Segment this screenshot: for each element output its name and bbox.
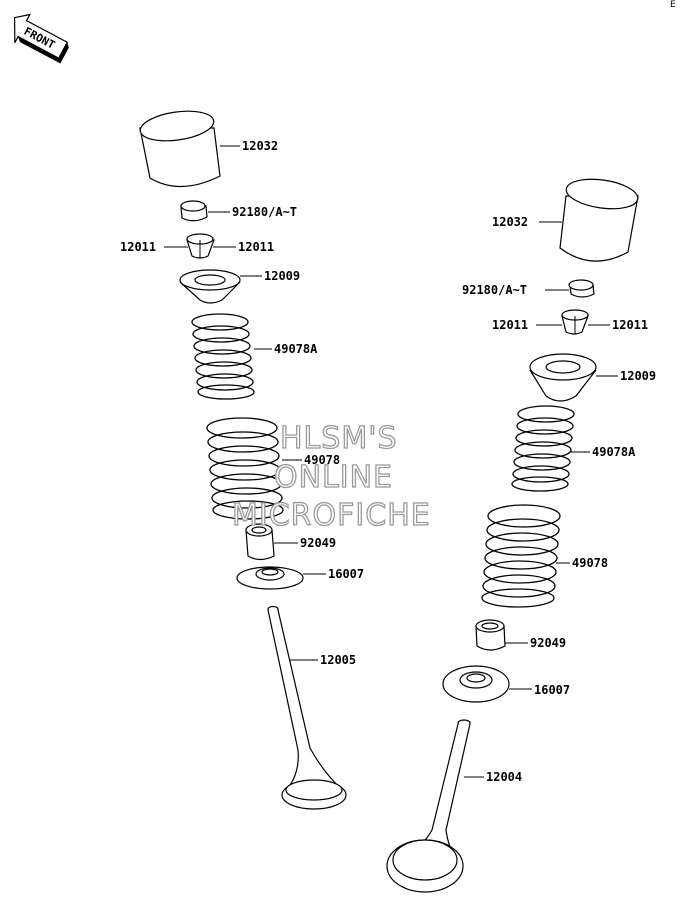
- label-right-tappet: 12032: [492, 215, 528, 229]
- label-left-inner-spring: 49078A: [274, 342, 318, 356]
- label-right-valve: 12004: [486, 770, 522, 784]
- label-left-retainer: 12009: [264, 269, 300, 283]
- left-cotter: [186, 233, 215, 259]
- watermark-line2: ONLINE: [274, 460, 393, 495]
- label-right-cotter-2: 12011: [612, 318, 648, 332]
- label-left-cotter-2: 12011: [238, 240, 274, 254]
- label-left-cotter-1: 12011: [120, 240, 156, 254]
- left-seat: [236, 566, 304, 590]
- left-seal: [245, 523, 275, 561]
- label-left-valve: 12005: [320, 653, 356, 667]
- corner-mark: E: [670, 0, 676, 10]
- left-valve: [267, 605, 347, 810]
- watermark: HLSM'S ONLINE MICROFICHE: [231, 420, 431, 533]
- label-right-seat: 16007: [534, 683, 570, 697]
- label-left-seat: 16007: [328, 567, 364, 581]
- front-arrow-icon: FRONT: [13, 13, 69, 64]
- label-right-outer-spring: 49078: [572, 556, 608, 570]
- watermark-line3: MICROFICHE: [232, 498, 431, 533]
- label-left-seal: 92049: [300, 536, 336, 550]
- label-right-retainer: 12009: [620, 369, 656, 383]
- right-seat: [442, 665, 510, 703]
- label-left-shim: 92180/A~T: [232, 205, 297, 219]
- left-outer-spring: [206, 417, 284, 520]
- label-left-tappet: 12032: [242, 139, 278, 153]
- left-inner-spring: [191, 313, 255, 400]
- right-shim: [568, 279, 595, 298]
- label-right-cotter-1: 12011: [492, 318, 528, 332]
- right-valve: [386, 719, 471, 893]
- right-seal: [475, 619, 506, 651]
- right-cotter: [561, 309, 589, 335]
- left-shim: [180, 200, 208, 222]
- left-retainer: [179, 269, 241, 304]
- label-left-outer-spring: 49078: [304, 453, 340, 467]
- right-inner-spring: [511, 405, 575, 492]
- watermark-line1: HLSM'S: [280, 421, 398, 456]
- left-tappet: [139, 110, 221, 188]
- label-right-seal: 92049: [530, 636, 566, 650]
- right-outer-spring: [481, 504, 561, 608]
- label-right-shim: 92180/A~T: [462, 283, 527, 297]
- label-right-inner-spring: 49078A: [592, 445, 636, 459]
- right-retainer: [529, 353, 597, 402]
- right-tappet: [559, 178, 639, 262]
